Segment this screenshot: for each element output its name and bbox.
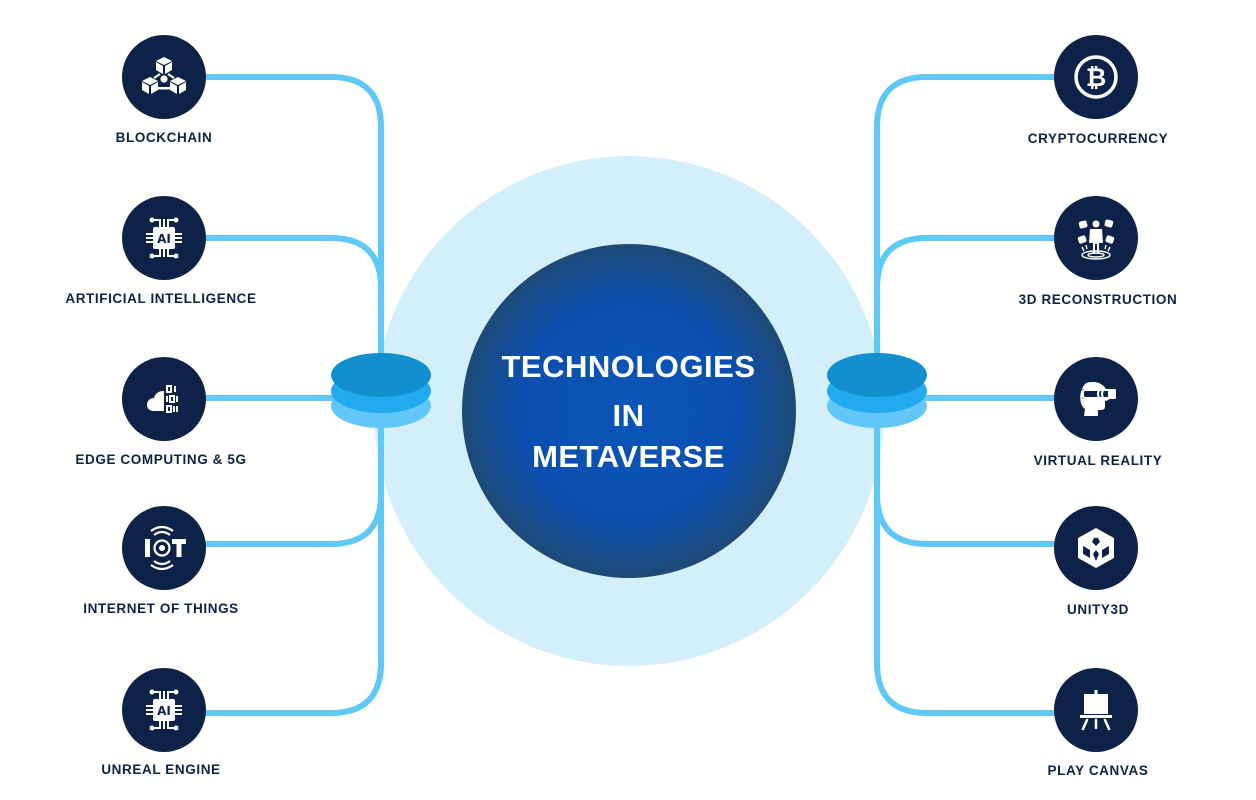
center-title-line1: TECHNOLOGIES [501,349,756,384]
connector-unreal [203,407,384,716]
label-internet-of-things: INTERNET OF THINGS [83,601,239,616]
connector-unity [874,407,1057,547]
center-title-line2: IN [612,398,645,433]
vr-headset-icon [1080,382,1116,416]
svg-text:AI: AI [157,704,171,718]
connector-blockchain [203,74,384,378]
iot-signal-icon [145,525,186,571]
connector-iot [203,407,384,547]
label-3d-reconstruction: 3D RECONSTRUCTION [1018,292,1178,307]
connector-crypto [874,74,1057,378]
ai-chip-icon: AI [146,689,182,731]
ai-chip-icon: AI [146,217,182,259]
label-blockchain: BLOCKCHAIN [115,130,213,145]
node-3d-reconstruction[interactable] [1054,196,1138,280]
person-3d-objects-icon [1077,219,1115,260]
center-title-line3: METAVERSE [532,439,725,474]
core-circle [462,244,796,578]
right-connectors [874,74,1057,716]
left-hub-disc [331,353,431,428]
cloud-binary-icon [147,385,178,413]
svg-text:AI: AI [157,232,171,246]
node-virtual-reality[interactable] [1054,357,1138,441]
svg-text:₿: ₿ [1086,63,1106,92]
label-play-canvas: PLAY CANVAS [1047,763,1149,778]
connector-ai [203,235,384,378]
node-edge-computing[interactable] [122,357,206,441]
easel-canvas-icon [1080,690,1112,731]
left-connectors [203,74,384,716]
label-edge-computing: EDGE COMPUTING & 5G [75,452,247,467]
center-title: TECHNOLOGIES IN METAVERSE [462,245,795,578]
node-play-canvas[interactable] [1054,668,1138,752]
blockchain-cubes-icon [142,57,186,94]
node-cryptocurrency[interactable]: ₿ [1054,35,1138,119]
node-unreal-engine[interactable]: AI [122,668,206,752]
node-internet-of-things[interactable] [122,506,206,590]
connector-playcanvas [874,407,1057,716]
label-virtual-reality: VIRTUAL REALITY [1033,453,1163,468]
label-artificial-intelligence: ARTIFICIAL INTELLIGENCE [65,291,257,306]
connector-3d [874,235,1057,378]
node-unity3d[interactable] [1054,506,1138,590]
label-cryptocurrency: CRYPTOCURRENCY [1027,131,1169,146]
bitcoin-icon: ₿ [1074,55,1118,99]
unity-cube-icon [1078,528,1114,568]
right-hub-disc [827,353,927,428]
node-artificial-intelligence[interactable]: AI [122,196,206,280]
label-unity3d: UNITY3D [1067,602,1129,617]
node-blockchain[interactable] [122,35,206,119]
label-unreal-engine: UNREAL ENGINE [101,762,221,777]
